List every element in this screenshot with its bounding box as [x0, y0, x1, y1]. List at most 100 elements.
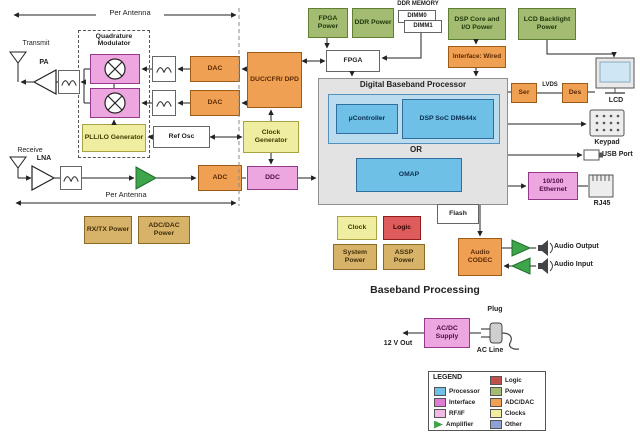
per-antenna-top-label: Per Antenna: [96, 8, 164, 20]
lvds-label: LVDS: [542, 82, 558, 88]
legend-label: Logic: [505, 377, 522, 384]
assp-power-block: ASSP Power: [383, 244, 425, 270]
per-antenna-bottom-label: Per Antenna: [105, 190, 147, 199]
logic-block: Logic: [383, 216, 421, 240]
legend-label: Processor: [449, 388, 480, 395]
legend-item-clocks: Clocks: [490, 409, 526, 418]
baseband-processing-title: Baseband Processing: [370, 284, 480, 296]
legend-label: Interface: [449, 399, 476, 406]
bandpass-filter-icon: [156, 67, 172, 73]
dimm1-block: DIMM1: [404, 20, 442, 33]
transmit-label: Transmit: [22, 40, 50, 47]
duc-cfr-dpd-block: DUC/CFR/ DPD: [247, 52, 302, 108]
audio-output-amplifier-icon: [511, 239, 532, 257]
legend-label: ADC/DAC: [505, 399, 535, 406]
legend-label: Amplifier: [446, 421, 474, 428]
transmit-antenna-icon: [9, 51, 27, 82]
rj45-icon: [588, 174, 614, 198]
adc-dac-power-block: ADC/DAC Power: [138, 216, 190, 244]
legend-item-power: Power: [490, 387, 524, 396]
mixer-2-block: [90, 88, 140, 118]
legend-swatch-power: [490, 387, 502, 396]
legend-item-amplifier: Amplifier: [434, 420, 473, 429]
legend-label: Clocks: [505, 410, 526, 417]
legend-item-logic: Logic: [490, 376, 522, 385]
legend-swatch-adcdac: [490, 398, 502, 407]
rx-amplifier-icon: [135, 166, 158, 190]
lcd-backlight-power-block: LCD Backlight Power: [518, 8, 576, 40]
keypad-label: Keypad: [594, 139, 620, 146]
quadrature-modulator-box: [78, 30, 150, 158]
lcd-label: LCD: [608, 97, 624, 104]
fpga-power-block: FPGA Power: [308, 8, 348, 38]
lna-amplifier-icon: [31, 164, 56, 192]
lcd-monitor-icon: [595, 57, 635, 94]
ucontroller-block: µController: [336, 104, 398, 134]
acdc-supply-block: AC/DC Supply: [424, 318, 470, 348]
dac-block-2: DAC: [190, 90, 240, 116]
bandpass-filter-icon: [63, 176, 79, 182]
pa-amplifier-icon: [32, 68, 57, 96]
legend-item-adcdac: ADC/DAC: [490, 398, 534, 407]
ddr-memory-label: DDR MEMORY: [397, 1, 439, 7]
legend-swatch-processor: [434, 387, 446, 396]
ref-osc-block: Ref Osc: [153, 126, 210, 148]
legend-item-rfif: RF/IF: [434, 409, 465, 418]
fpga-block: FPGA: [326, 50, 380, 72]
legend-label: RF/IF: [449, 410, 465, 417]
lna-label: LNA: [36, 155, 52, 162]
rx-tx-power-block: RX/TX Power: [84, 216, 132, 244]
ddr-power-block: DDR Power: [352, 8, 394, 38]
legend-amplifier-icon: [434, 420, 443, 429]
mixer-1-block: [90, 54, 140, 84]
legend-item-processor: Processor: [434, 387, 480, 396]
rx-filter: [60, 166, 82, 190]
digital-baseband-processor-title: Digital Baseband Processor: [359, 80, 467, 89]
rj45-label: RJ45: [593, 200, 611, 207]
legend-label: Other: [505, 421, 522, 428]
legend-item-interface: Interface: [434, 398, 475, 407]
usb-port-label: USB Port: [602, 151, 633, 158]
tx-filter: [58, 70, 80, 94]
omap-block: OMAP: [356, 158, 462, 192]
dsp-soc-block: DSP SoC DM644x: [402, 99, 494, 139]
audio-input-label: Audio Input: [554, 261, 593, 268]
clock-block: Clock: [337, 216, 377, 240]
ac-line-label: AC Line: [476, 347, 504, 354]
legend-swatch-logic: [490, 376, 502, 385]
clock-generator-block: Clock Generator: [243, 121, 299, 153]
audio-input-speaker-icon: [538, 258, 553, 274]
legend-swatch-clocks: [490, 409, 502, 418]
pa-label: PA: [39, 59, 49, 66]
legend-swatch-rfif: [434, 409, 446, 418]
iq-filter-2: [152, 90, 176, 116]
flash-block: Flash: [437, 204, 479, 224]
ddc-block: DDC: [247, 166, 298, 190]
interface-wired-block: Interface: Wired: [448, 46, 506, 68]
dac-block-1: DAC: [190, 56, 240, 82]
v12-out-label: 12 V Out: [383, 340, 413, 347]
audio-codec-block: Audio CODEC: [458, 238, 502, 276]
audio-output-label: Audio Output: [554, 243, 599, 250]
legend-swatch-interface: [434, 398, 446, 407]
quadrature-modulator-title: Quadrature Modulator: [95, 33, 133, 48]
iq-filter-1: [152, 56, 176, 82]
legend-label: Power: [505, 388, 524, 395]
des-block: Des: [562, 83, 588, 103]
plug-label: Plug: [487, 306, 503, 313]
bandpass-filter-icon: [61, 80, 77, 86]
receive-label: Receive: [17, 147, 43, 154]
legend-title: LEGEND: [433, 374, 463, 381]
audio-input-amplifier-icon: [510, 257, 531, 275]
legend-box: [428, 371, 546, 431]
keypad-icon: [589, 109, 625, 137]
legend-swatch-other: [490, 420, 502, 429]
power-plug-icon: [481, 322, 520, 350]
adc-block: ADC: [198, 165, 242, 191]
or-label: OR: [410, 145, 422, 154]
audio-output-speaker-icon: [538, 240, 553, 256]
bandpass-filter-icon: [156, 101, 172, 107]
dsp-core-io-power-block: DSP Core and I/O Power: [448, 8, 506, 40]
ethernet-block: 10/100 Ethernet: [528, 172, 578, 200]
